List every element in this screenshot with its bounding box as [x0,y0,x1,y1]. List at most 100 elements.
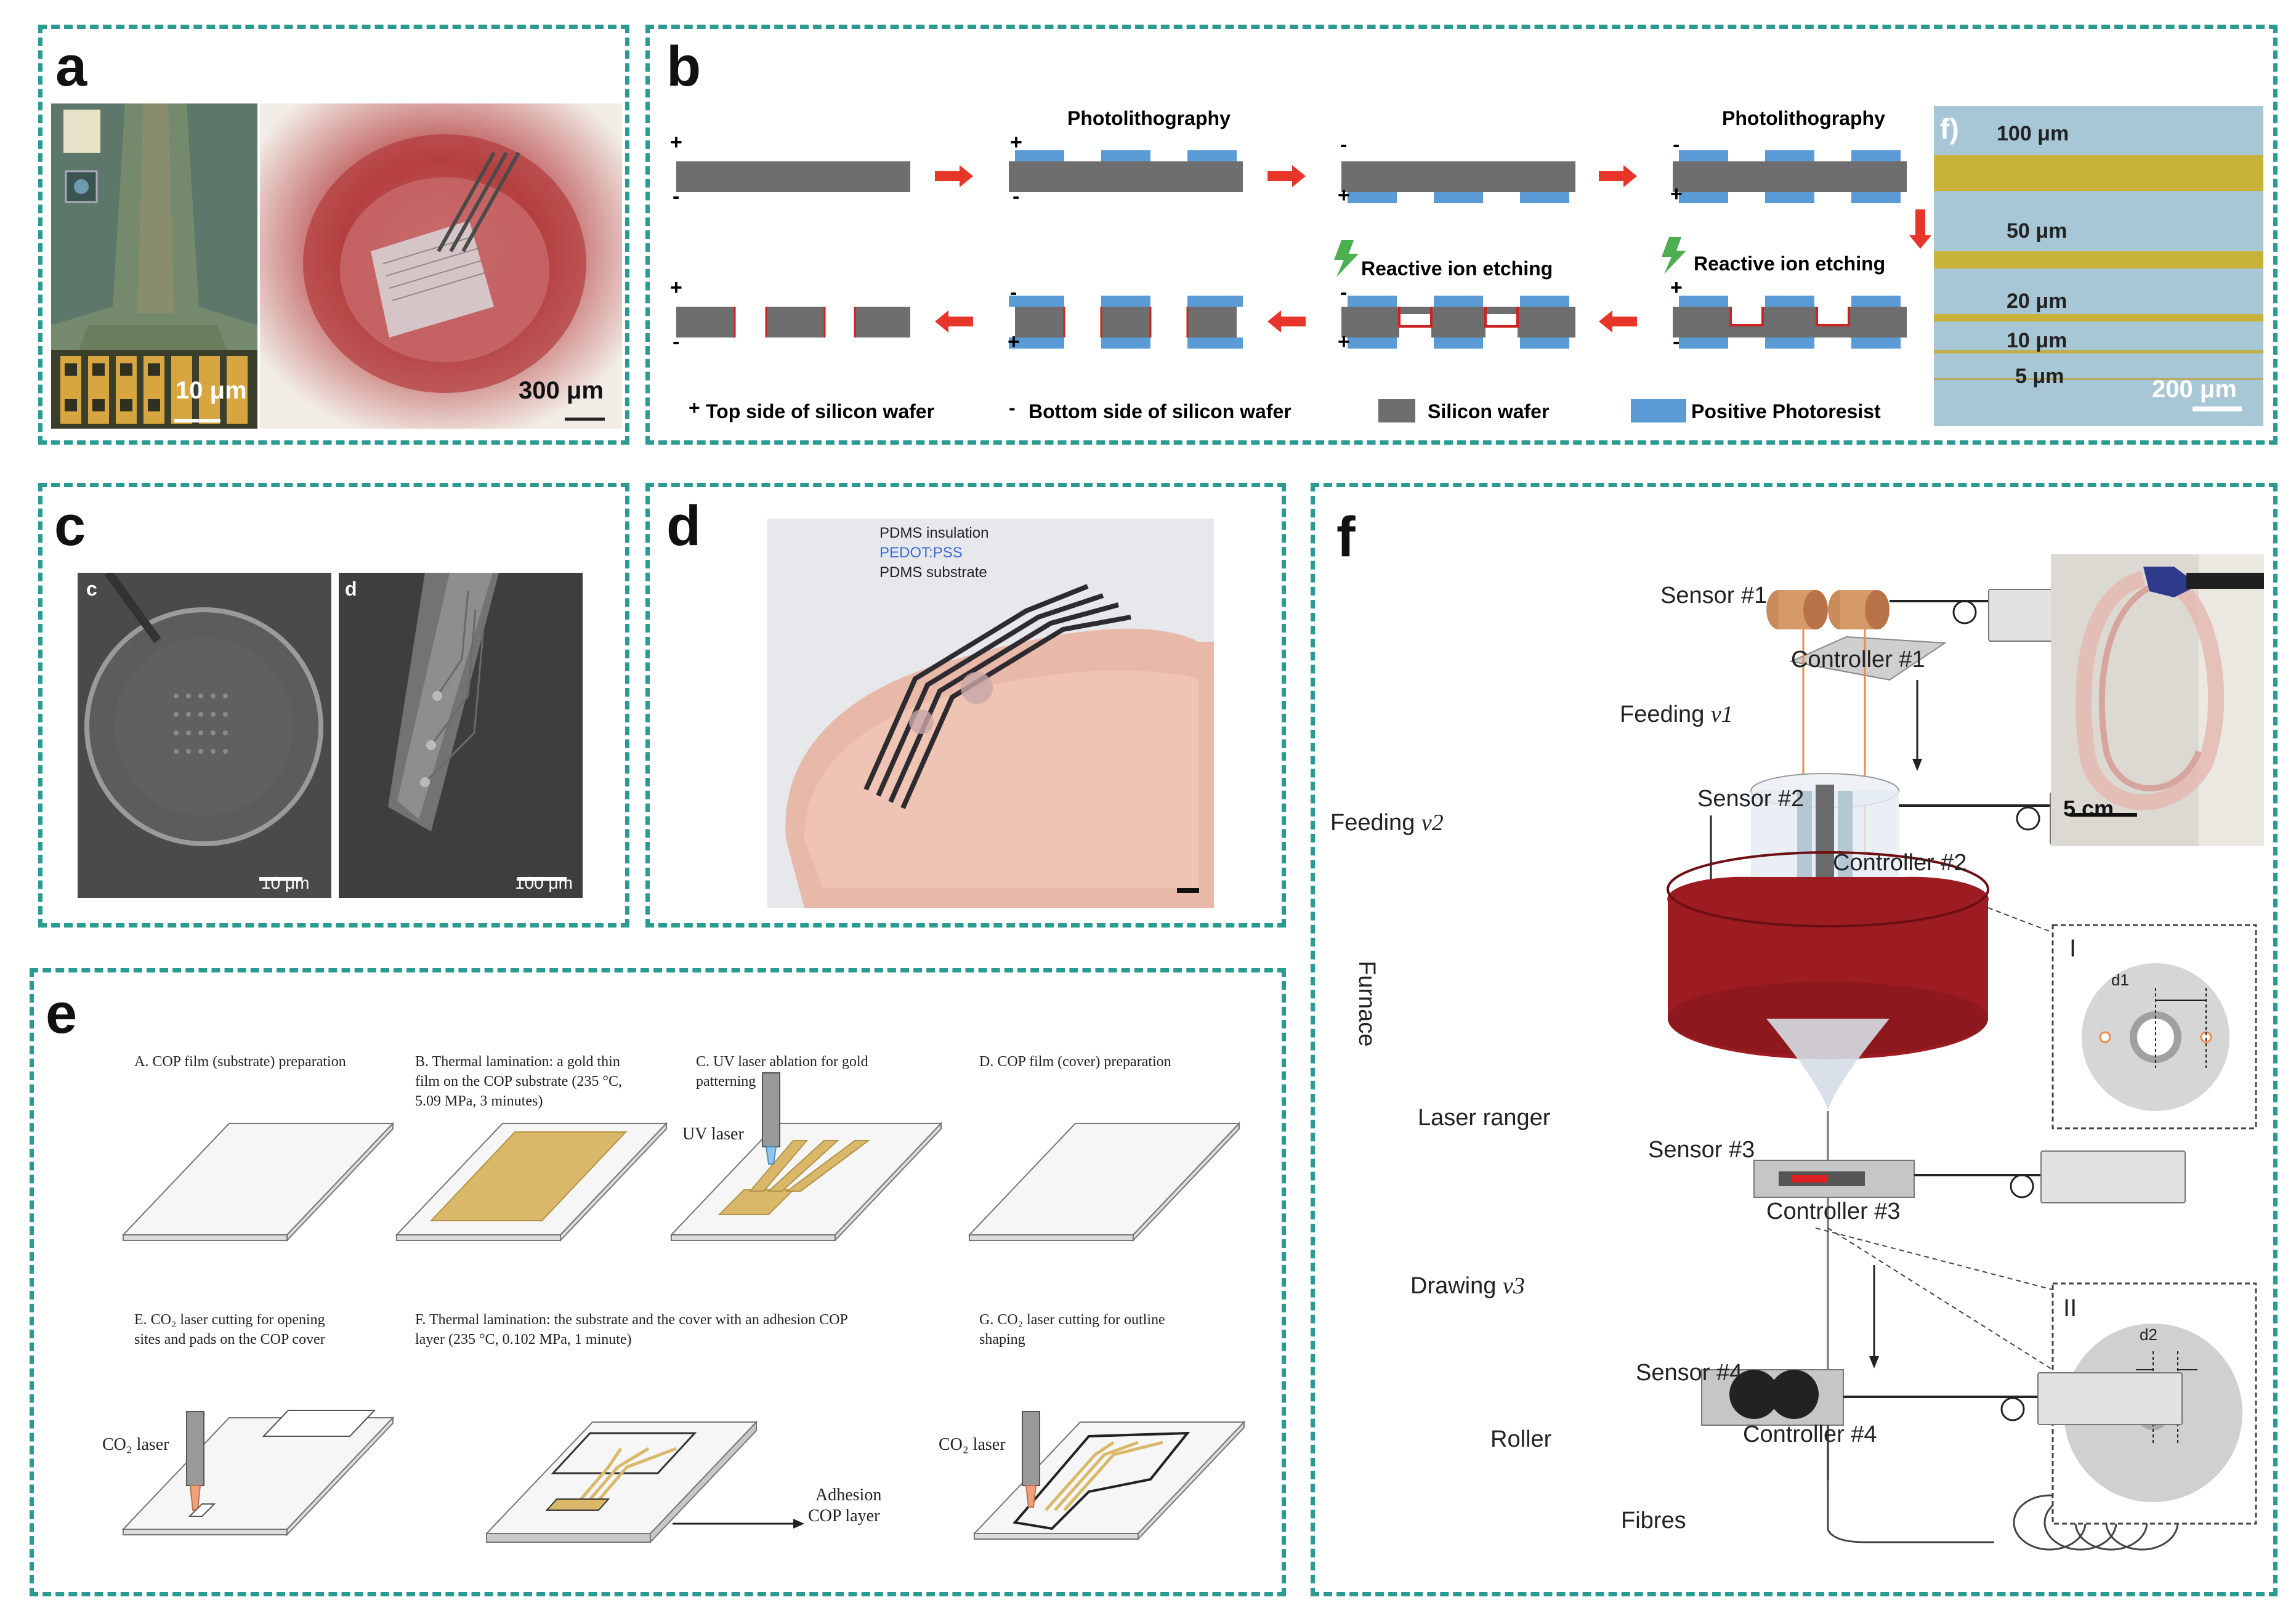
panel-a-scalebar-left: 10 μm [176,377,247,404]
legend-silicon: Silicon wafer [1428,400,1550,422]
panel-f-label: f [1336,506,1356,568]
panel-d-label: d [666,495,701,557]
legend-top-side: Top side of silicon wafer [706,400,935,422]
sensor-2-label: Sensor #2 [1697,786,1805,812]
drawing-var: v3 [1502,1273,1525,1299]
line-label-5: 5 μm [2015,365,2064,388]
cop-film-g [972,1421,1246,1534]
sign-plus: + [1670,276,1683,299]
sem-probe-shank [339,573,583,898]
fibre-bundle-art [2051,554,2264,846]
micrograph-label: f) [1940,113,1959,145]
sem-electrode-array [78,573,331,898]
drawing-label: Drawing v3 [1410,1272,1525,1300]
feeding-2-var: v2 [1421,810,1444,836]
sign-minus: - [1340,133,1348,156]
controller-4-label: Controller #4 [1743,1421,1877,1447]
step-b-caption-1: B. Thermal lamination: a gold thin [415,1054,620,1070]
fibre-photo-scalebar: 5 cm [2063,796,2114,821]
step-g-caption-1: G. CO₂ laser cutting for outline [979,1312,1165,1328]
sign-plus: + [1670,182,1683,206]
sign-minus: - [1340,281,1348,304]
brain-implant-art [260,103,622,429]
step-e-caption-1: E. CO₂ laser cutting for opening [134,1312,325,1328]
laminated-electrodes-f [545,1432,697,1511]
inset-1-dimension: d1 [2111,971,2129,989]
adhesion-label-2: COP layer [808,1506,880,1526]
sensor-3-label: Sensor #3 [1648,1137,1755,1163]
inset-1-label: I [2069,935,2077,962]
uv-laser-head [762,1072,780,1165]
co2-laser-label-g: CO₂ laser [939,1435,1006,1454]
sign-minus: - [1673,330,1680,354]
line-label-20: 20 μm [2007,289,2068,313]
cop-film-d [968,1123,1241,1235]
drawing-text: Drawing [1410,1273,1503,1299]
brain-implant-photo [260,103,622,429]
scalebar-line [2069,813,2137,817]
panel-b-label: b [666,35,701,98]
scalebar-line [565,418,605,421]
sem-shank-art [339,573,583,898]
feeding-2-text: Feeding [1330,810,1421,836]
process-arrows [935,165,1931,333]
step-label-rie-2: Reactive ion etching [1694,253,1886,275]
inset-2-label: II [2063,1295,2077,1322]
legend-minus: - [1009,397,1016,419]
line-label-50: 50 μm [2007,219,2068,243]
step-d-caption: D. COP film (cover) preparation [979,1054,1171,1070]
sign-plus: + [1338,330,1350,354]
wafer-step-6 [1341,296,1575,349]
sign-minus: - [673,185,680,208]
step-c-caption-1: C. UV laser ablation for gold [696,1054,868,1070]
layer-label-pdms-insulation: PDMS insulation [879,525,989,541]
layer-label-pdms-substrate: PDMS substrate [879,564,987,581]
spool-icon [1766,590,1890,629]
controller-4-device [2037,1372,2183,1425]
fibres-label: Fibres [1621,1508,1686,1534]
sign-plus: + [670,131,682,154]
finger-sensor-photo [767,519,1214,908]
wafer-step-1 [676,161,910,192]
wafer-step-8 [676,307,910,338]
controller-3-device [2040,1150,2186,1203]
roller-icon [1701,1369,1844,1426]
fibre-bundle-photo [2051,554,2264,846]
sensor-1-label: Sensor #1 [1660,583,1768,608]
scalebar-line [259,877,302,881]
co2-laser-head-e [186,1411,216,1517]
controller-3-label: Controller #3 [1766,1199,1901,1224]
line-label-100: 100 μm [1997,122,2069,145]
probe-micrograph-art [51,103,257,429]
step-label-rie-1: Reactive ion etching [1361,257,1553,280]
scalebar-line [1177,888,1199,893]
cop-film-f [485,1421,758,1534]
controller-2-label: Controller #2 [1833,850,1967,876]
feeding-1-text: Feeding [1620,701,1711,727]
wafer-step-7 [1009,296,1243,349]
outline-shaped-g [1013,1411,1190,1530]
sign-minus: - [673,330,680,354]
panel-c-label: c [54,495,86,557]
laser-ranger-label: Laser ranger [1418,1105,1551,1131]
step-b-caption-3: 5.09 MPa, 3 minutes) [415,1093,543,1109]
sem-sublabel-right: d [345,578,357,600]
wafer-step-4 [1673,150,1907,203]
sign-plus: + [1338,184,1350,207]
co2-laser-label-e: CO₂ laser [102,1435,169,1454]
panel-d [645,483,1286,928]
line-width-micrograph [1934,106,2263,426]
feeding-2-label: Feeding v2 [1330,809,1444,836]
lightning-icon [1334,240,1359,277]
legend-bottom-side: Bottom side of silicon wafer [1029,400,1292,422]
sem-array-art [78,573,331,898]
fabrication-flow [676,150,1931,422]
scalebar-line [174,419,220,422]
roller-label: Roller [1490,1426,1552,1452]
scalebar-line [2193,406,2242,411]
cop-film-a [121,1123,395,1235]
legend-photoresist-swatch [1631,399,1686,422]
adhesion-label-1: Adhesion [815,1486,882,1505]
legend-plus: + [689,397,700,419]
step-f-caption-1: F. Thermal lamination: the substrate and… [415,1312,848,1328]
